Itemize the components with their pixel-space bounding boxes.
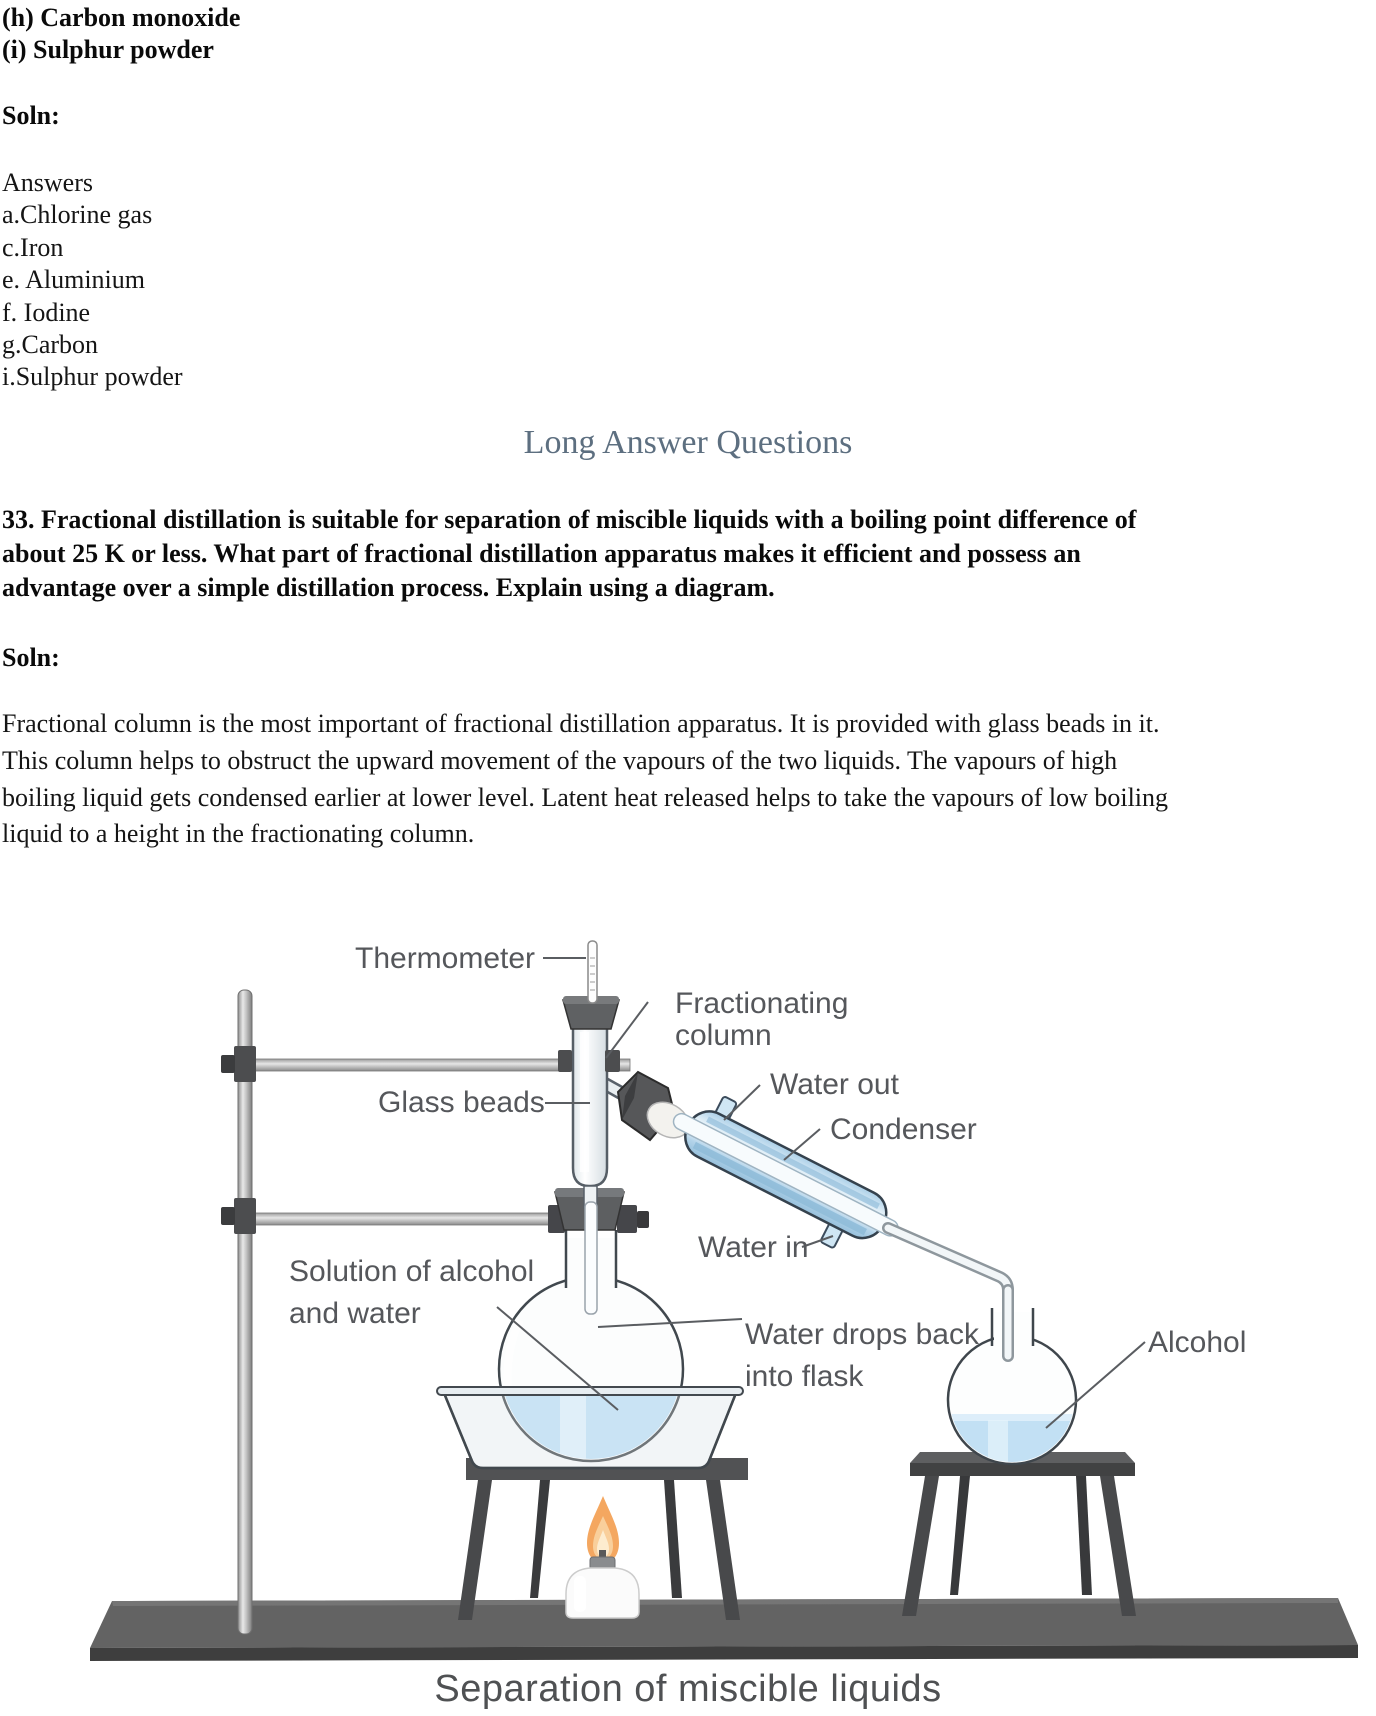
diagram-labels: Thermometer Fractionating column Glass b… [289, 942, 1246, 1393]
item-h-line: (h) Carbon monoxide [2, 3, 241, 32]
clamp-bar-lower [251, 1212, 559, 1226]
solution-label: and water [289, 1297, 421, 1330]
solution-paragraph: Fractional column is the most important … [2, 706, 1168, 853]
wick [599, 1550, 606, 1561]
question-line: about 25 K or less. What part of fractio… [2, 538, 1081, 568]
solution-line: Fractional column is the most important … [2, 709, 1160, 738]
spirit-lamp [565, 1496, 640, 1619]
fractionating-column-label: Fractionating [675, 987, 848, 1020]
solution-label: Solution of alcohol [289, 1255, 534, 1288]
answer-carbon: g.Carbon [2, 330, 99, 360]
fractionating-column-pointer [605, 1001, 649, 1059]
pointer-lines [496, 957, 1146, 1429]
glass-beads-label: Glass beads [378, 1086, 545, 1119]
water-drops-pointer [597, 1318, 743, 1328]
question-line: 33. Fractional distillation is suitable … [2, 505, 1137, 534]
column-inner-tube [584, 1201, 598, 1315]
condenser-label: Condenser [830, 1113, 977, 1146]
right-stool [902, 1452, 1136, 1616]
answers-title: Answers [2, 168, 93, 197]
item-i-line: (i) Sulphur powder [2, 35, 214, 64]
distillation-diagram: Thermometer Fractionating column Glass b… [90, 940, 1358, 1661]
water-out-label: Water out [770, 1068, 900, 1101]
solution-line: liquid to a height in the fractionating … [2, 819, 475, 849]
water-out-pointer [723, 1084, 761, 1121]
answers-list: Answers a.Chlorine gas c.Iron e. Alumini… [2, 167, 183, 394]
water-bath-front [436, 1386, 744, 1470]
condenser [672, 1096, 899, 1249]
column-clamp-right [605, 1050, 620, 1072]
solution-line: boiling liquid gets condensed earlier at… [2, 782, 1169, 812]
water-in-pointer [801, 1235, 834, 1248]
adapter [616, 1070, 690, 1142]
solution-pointer [496, 1306, 619, 1411]
answer-sulphur: i.Sulphur powder [2, 362, 183, 392]
diagram-caption: Separation of miscible liquids [434, 1668, 942, 1710]
column-stopper [562, 999, 620, 1030]
soln-label-2: Soln: [2, 643, 60, 672]
base-platform [90, 1598, 1358, 1661]
soln-label-1: Soln: [2, 101, 60, 130]
condenser-pointer [783, 1128, 821, 1161]
answer-chlorine-gas: a.Chlorine gas [2, 200, 153, 230]
fractionating-column-label: column [675, 1019, 772, 1052]
column-clamp-left [558, 1050, 572, 1072]
water-drops-label: Water drops back [745, 1318, 980, 1351]
question-33: 33. Fractional distillation is suitable … [2, 503, 1136, 604]
solution-line: This column helps to obstruct the upward… [2, 745, 1118, 775]
water-in-label: Water in [698, 1231, 809, 1264]
thermometer-label: Thermometer [355, 942, 535, 975]
boiling-flask [497, 1230, 685, 1463]
water-drops-label: into flask [745, 1360, 864, 1393]
alcohol-pointer [1045, 1341, 1146, 1429]
answer-iron: c.Iron [2, 232, 64, 262]
flask-stopper [548, 1188, 649, 1233]
thermometer [587, 940, 598, 1004]
answer-aluminium: e. Aluminium [2, 265, 145, 295]
alcohol-label: Alcohol [1148, 1326, 1246, 1359]
section-heading: Long Answer Questions [523, 424, 853, 461]
answer-iodine: f. Iodine [2, 297, 91, 327]
receiving-flask [946, 1284, 1078, 1466]
question-line: advantage over a simple distillation pro… [2, 572, 775, 602]
